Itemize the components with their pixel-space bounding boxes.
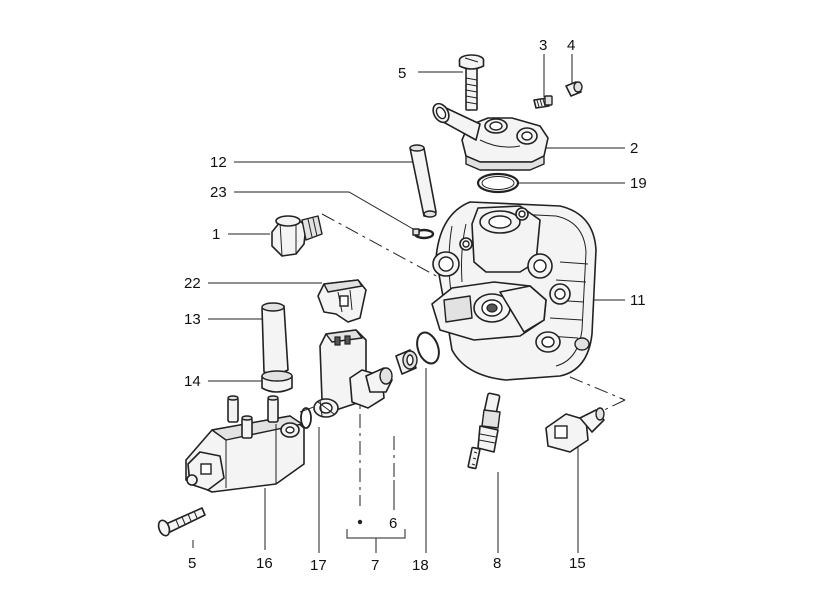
clamp-14 [261,370,293,393]
axis-plug-1 [321,213,441,279]
plug-1 [271,215,323,257]
axis-sensor-15-a [519,355,626,401]
callout-12: 12 [210,154,227,171]
cylinder-head-11 [431,201,597,381]
injector-assembly-7 [313,329,393,418]
cap-4 [565,81,583,97]
o-ring-18 [416,331,440,365]
adapter-6 [395,349,418,375]
callout-4: 4 [567,37,575,54]
bolt-3 [533,95,553,109]
callout-19: 19 [630,175,647,192]
callout-17: 17 [310,557,327,574]
callout-23: 23 [210,184,227,201]
hose-12 [409,144,437,218]
leader-23 [234,191,421,234]
callout-1: 1 [212,226,220,243]
callout-18: 18 [412,557,429,574]
o-ring-17 [300,407,312,429]
callout-8: 8 [493,555,501,572]
axis-endpoint [357,519,363,525]
block-16 [185,395,305,493]
axis-sensor-15-b [599,399,626,413]
temp-sensor-15 [545,407,605,453]
callout-6: 6 [389,515,397,532]
hose-13 [261,302,289,375]
spark-plug-8 [467,392,501,470]
o-ring-19 [476,172,520,194]
callout-5-bottom: 5 [188,555,196,572]
clip-23 [412,228,435,240]
callout-7: 7 [371,557,379,574]
callout-11: 11 [630,292,646,309]
callout-14: 14 [184,373,201,390]
callout-16: 16 [256,555,273,572]
callout-13: 13 [184,311,201,328]
screw-bottom [157,507,206,537]
leader-lines [192,54,625,553]
clip-22 [317,279,367,323]
callout-22: 22 [184,275,201,292]
callout-2: 2 [630,140,638,157]
callout-5-top: 5 [398,65,406,82]
callout-3: 3 [539,37,547,54]
callout-15: 15 [569,555,586,572]
screw-top [458,54,485,111]
callout-labels: 5 3 4 2 12 19 23 1 11 22 13 14 6 5 16 17… [184,37,647,574]
water-outlet-2 [432,102,549,171]
